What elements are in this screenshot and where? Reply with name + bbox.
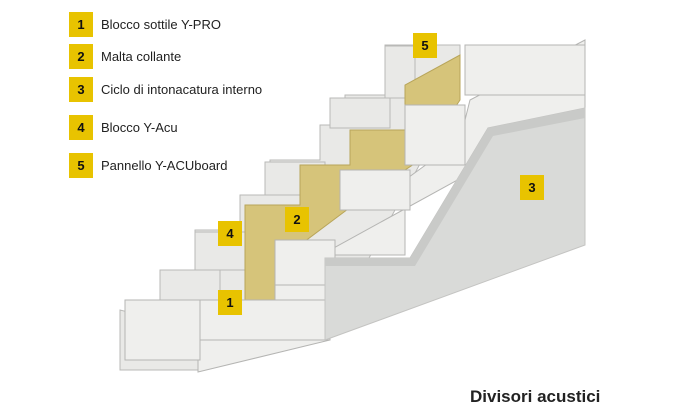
marker-3: 3 [520,175,544,200]
diagram-title: Divisori acustici [470,387,601,406]
legend-item-5: 5 Pannello Y-ACUboard [69,153,227,178]
legend-item-3: 3 Ciclo di intonacatura interno [69,77,262,102]
marker-4: 4 [218,221,242,246]
legend-badge: 5 [69,153,93,178]
plaster-edge [325,108,585,266]
legend-label: Blocco Y-Acu [101,120,178,135]
legend-label: Blocco sottile Y-PRO [101,17,221,32]
marker-5: 5 [413,33,437,58]
legend-badge: 4 [69,115,93,140]
legend-label: Ciclo di intonacatura interno [101,82,263,97]
legend-label: Malta collante [101,49,182,64]
legend-badge: 1 [69,12,93,37]
legend-badge: 2 [69,44,93,69]
legend-item-4: 4 Blocco Y-Acu [69,115,178,140]
marker-2: 2 [285,207,309,232]
front-wall-blocks [124,39,586,373]
legend-item-2: 2 Malta collante [69,44,181,69]
marker-1: 1 [218,290,242,315]
legend-badge: 3 [69,77,93,102]
legend-item-1: 1 Blocco sottile Y-PRO [69,12,221,37]
legend-label: Pannello Y-ACUboard [101,158,228,173]
